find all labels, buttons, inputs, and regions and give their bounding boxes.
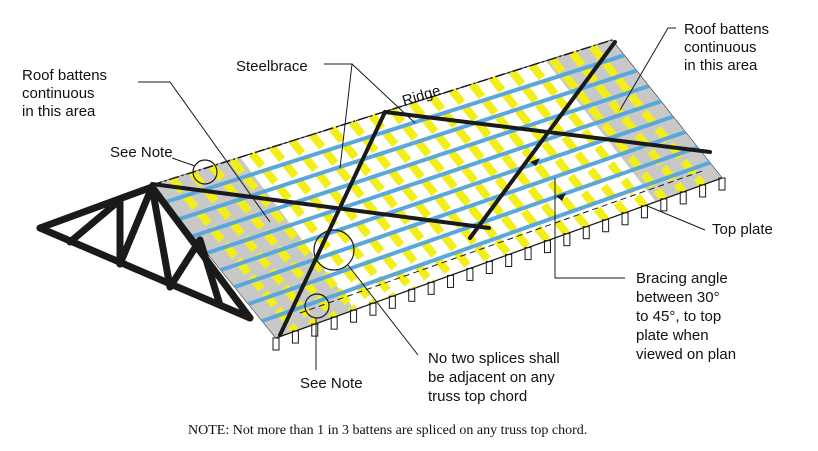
truss-eave-end bbox=[291, 330, 299, 344]
truss-eave-end bbox=[485, 260, 493, 274]
truss-eave-end bbox=[543, 240, 551, 254]
gable-truss bbox=[36, 183, 254, 322]
truss-eave-end bbox=[311, 323, 319, 337]
truss-eave-end bbox=[330, 316, 338, 330]
truss-top-chord bbox=[408, 100, 532, 251]
label-see-note-bottom: See Note bbox=[300, 375, 363, 392]
truss-eave-end bbox=[505, 254, 513, 268]
truss-eave-end bbox=[563, 233, 571, 247]
roof-batten bbox=[206, 99, 662, 255]
truss-eave-end bbox=[718, 177, 726, 191]
label-steelbrace: Steelbrace bbox=[236, 58, 308, 75]
label-battens-right: Roof battens continuous in this area bbox=[684, 21, 773, 74]
roof-batten bbox=[234, 130, 686, 289]
roof-batten bbox=[192, 84, 650, 238]
bracing-angle-marker bbox=[556, 193, 566, 201]
wall-line-dashed bbox=[299, 169, 706, 314]
truss-eave-end bbox=[408, 288, 416, 302]
label-battens-left: Roof battens continuous in this area bbox=[22, 67, 111, 120]
label-splices: No two splices shall be adjacent on any … bbox=[428, 350, 564, 405]
truss-top-chord bbox=[208, 163, 338, 320]
truss-eave-end bbox=[621, 212, 629, 226]
label-bracing-angle: Bracing angle between 30° to 45°, to top… bbox=[636, 270, 736, 363]
label-top-plate: Top plate bbox=[712, 221, 773, 238]
bracing-angle-marker bbox=[530, 158, 540, 166]
truss-top-chord bbox=[288, 138, 415, 292]
truss-top-chord bbox=[348, 119, 474, 271]
truss-top-chord bbox=[588, 43, 706, 188]
truss-eave-end bbox=[679, 191, 687, 205]
truss-top-chord bbox=[548, 56, 667, 202]
truss-top-chord bbox=[508, 69, 629, 216]
truss-top-chord bbox=[188, 169, 318, 327]
truss-top-chord bbox=[308, 132, 435, 285]
label-see-note-top: See Note bbox=[110, 144, 173, 161]
truss-eave-end bbox=[272, 337, 280, 351]
truss-eave-end bbox=[660, 198, 668, 212]
roof-batten bbox=[261, 160, 711, 323]
truss-top-chord bbox=[248, 150, 377, 306]
footnote: NOTE: Not more than 1 in 3 battens are s… bbox=[188, 423, 587, 438]
truss-eave-end bbox=[640, 205, 648, 219]
truss-eave-end bbox=[699, 184, 707, 198]
truss-top-chord bbox=[168, 176, 299, 334]
see-note-circle-bottom bbox=[304, 293, 330, 319]
leader-lines bbox=[138, 27, 706, 370]
roof-batten bbox=[165, 53, 625, 204]
steelbrace-straps bbox=[150, 40, 712, 337]
truss-eave-end bbox=[466, 267, 474, 281]
truss-top-chord bbox=[488, 75, 609, 223]
truss-top-chords bbox=[168, 43, 706, 334]
roof-batten bbox=[178, 68, 638, 221]
truss-top-chord bbox=[388, 106, 512, 258]
truss-eave-end bbox=[427, 281, 435, 295]
truss-eave-end bbox=[350, 309, 358, 323]
truss-top-chord bbox=[328, 125, 454, 278]
truss-eave-ends bbox=[272, 177, 726, 351]
truss-eave-end bbox=[524, 247, 532, 261]
eave-top-plate bbox=[275, 177, 723, 339]
truss-eave-end bbox=[602, 219, 610, 233]
truss-eave-end bbox=[582, 226, 590, 240]
truss-top-chord bbox=[448, 87, 570, 237]
roof-batten bbox=[220, 114, 674, 272]
ridge-line bbox=[151, 39, 613, 186]
truss-top-chord bbox=[228, 157, 357, 313]
truss-eave-end bbox=[388, 295, 396, 309]
splice-detail-circle bbox=[313, 229, 355, 271]
see-note-circle-top bbox=[192, 159, 218, 185]
truss-eave-end bbox=[369, 302, 377, 316]
truss-eave-end bbox=[447, 274, 455, 288]
